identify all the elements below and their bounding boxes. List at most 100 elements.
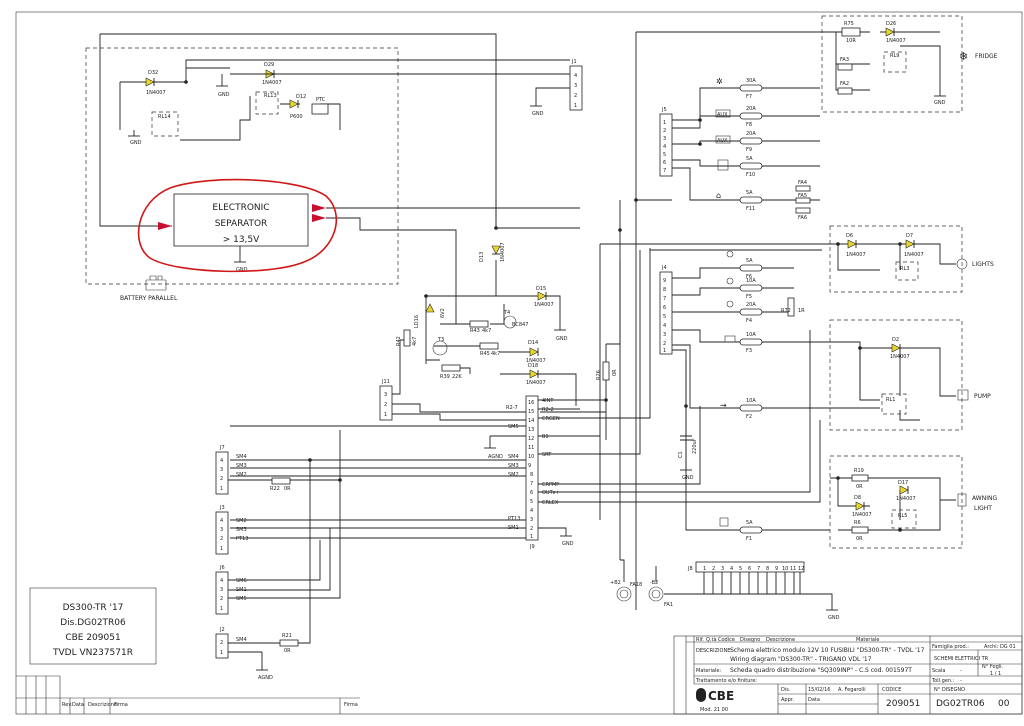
fa6-label: FA6 (798, 215, 807, 221)
gnd-a-label: GND (130, 140, 142, 146)
heater-icon (717, 159, 729, 171)
tb-code-value: 209051 (886, 699, 920, 709)
d6-diode (847, 239, 857, 249)
cbe-logo-text: CBE (708, 689, 734, 703)
d32-diode (145, 77, 155, 87)
rl3-label: RL3 (900, 266, 909, 272)
r45-resistor (479, 342, 499, 350)
tb-mat-value: Scheda quadro distribuzione "SQ309INP" -… (730, 667, 912, 674)
tb-drawn-by: A. Fegarolli (838, 687, 866, 693)
aux-label-2: AUX (717, 138, 728, 144)
stamp-line1: DS300-TR '17 (63, 603, 124, 613)
awning-small-icon (719, 517, 729, 527)
r72-resistor (787, 297, 795, 317)
zener-value: 6V2 (440, 308, 446, 318)
r42-resistor (403, 329, 411, 347)
net-sm5: SM5 (508, 424, 519, 430)
f10-amps: 5A (746, 156, 753, 162)
tb-family-label: Famiglia prod.: (932, 644, 969, 650)
f11-fuse (739, 196, 763, 204)
r26-value: 0R (612, 369, 618, 376)
separator-line3: > 13,5V (223, 235, 260, 245)
t4-label: T4 (503, 310, 510, 316)
j8-pin-12: 12 (798, 566, 804, 572)
r45-label: R45 (480, 351, 490, 357)
lamp-icon-3 (726, 300, 734, 308)
fa1-terminal (648, 586, 664, 602)
j9-pin-6: 6 (530, 490, 533, 496)
r75-resistor (841, 27, 861, 37)
j9-pin-12: 12 (528, 436, 534, 442)
j3-pin-2: 2 (220, 536, 223, 542)
awning-icon (957, 493, 967, 507)
net-sm2: SM2 (508, 472, 519, 478)
d17-diode (899, 485, 909, 495)
j7-pin-4: 4 (220, 458, 223, 464)
j9-pin-1: 1 (530, 534, 533, 540)
r75-value: 10R (846, 38, 856, 44)
d14-label: D14 (528, 340, 538, 346)
tb-family-value: SCHEMI ELETTRICI TR (934, 656, 989, 662)
j9-pin-16: 16 (528, 400, 534, 406)
vehicle-icon: ⌂ (716, 191, 721, 200)
r26-resistor (602, 361, 610, 381)
j4-pin-7: 7 (663, 296, 666, 302)
rev-h4: Firma (114, 702, 128, 708)
j1-label: J1 (571, 59, 577, 65)
tb-h-desc: Descrizione (766, 637, 795, 643)
aux-icon-2 (715, 135, 731, 144)
d12-label: D12 (296, 94, 306, 100)
separator-output-arrow-2 (312, 214, 326, 222)
f4-label: F4 (746, 318, 752, 324)
red-highlight-circle (137, 178, 337, 273)
r21-value: 0R (284, 648, 291, 654)
f4-fuse (739, 308, 763, 316)
d32-label: D32 (148, 70, 158, 76)
j5-pin-2: 2 (663, 128, 666, 134)
lamp-icon-1 (726, 250, 734, 258)
r72-value: 1R (798, 308, 805, 314)
r75-label: R75 (844, 21, 854, 27)
j5-label: J5 (661, 107, 667, 113)
f7-fuse (739, 84, 763, 92)
j9-pin-9: 9 (528, 463, 531, 469)
d18-value: 1N4007 (526, 380, 546, 386)
j9-pin-13: 13 (528, 427, 534, 433)
rl9-relay (883, 51, 907, 73)
j8-pin-6: 6 (748, 566, 751, 572)
net-out: OUTx+ (542, 490, 560, 496)
f2-fuse (739, 404, 763, 412)
j7-pin-2: 2 (220, 476, 223, 482)
net-pt13: PT13 (508, 516, 520, 522)
r42-value: 4k7 (412, 337, 418, 346)
net-crpmp: CRPMP (542, 482, 559, 488)
fa1-terminal-inner (651, 589, 661, 599)
r19-value: 0R (856, 484, 863, 490)
pump-small-icon: ⇝ (720, 401, 727, 410)
bus-wires (619, 200, 822, 560)
j9-pin-15: 15 (528, 409, 534, 415)
j4-pin-8: 8 (663, 287, 666, 293)
rev-h2: Data (72, 702, 84, 708)
j8-pins: 1 2 3 4 5 6 7 8 9 10 11 12 (703, 566, 804, 572)
j8-pin-5: 5 (739, 566, 742, 572)
r22-label: R22 (270, 486, 280, 492)
net-crlex: CRLEX (542, 500, 559, 506)
separator-module-frame (85, 47, 399, 285)
separator-gnd-label: GND (236, 267, 248, 273)
r39-value: 22K (452, 374, 462, 380)
pump-frame (829, 319, 963, 431)
r21-resistor (279, 639, 299, 647)
d18-diode (529, 369, 539, 379)
d8-diode (855, 501, 865, 511)
j2-wires (228, 460, 311, 670)
j6-wires (228, 480, 341, 599)
d17-value: 1N4007 (896, 496, 916, 502)
d13-value: 1N4007 (500, 242, 506, 262)
f5-label: F5 (746, 294, 752, 300)
j3-net-sm2: SM2 (236, 518, 247, 524)
net-sm1: SM1 (508, 525, 519, 531)
d15-diode (537, 291, 547, 301)
j2-pin-1: 1 (220, 650, 223, 656)
fa6-fuse (795, 207, 811, 214)
